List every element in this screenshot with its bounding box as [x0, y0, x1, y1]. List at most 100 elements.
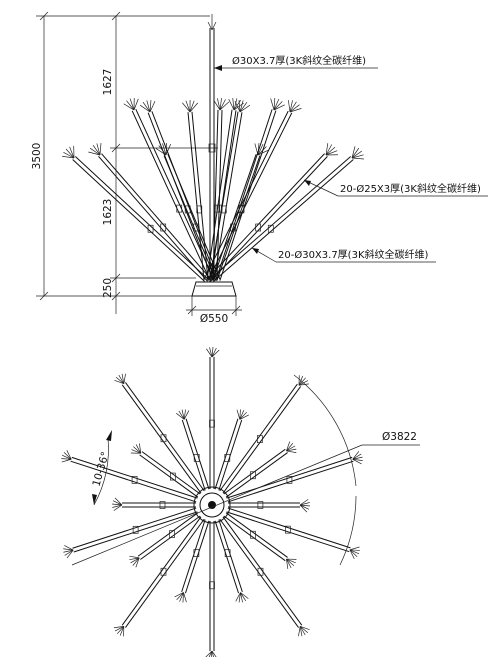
plan-joint — [257, 501, 264, 509]
plan-tuft — [235, 592, 249, 603]
branch-tuft — [62, 145, 75, 159]
branch-tuft — [270, 98, 285, 111]
plan-tuft — [61, 450, 72, 463]
branch-tuft — [351, 146, 364, 160]
plan-tuft — [299, 499, 310, 513]
plan-tuft — [176, 409, 190, 420]
middle-segment-label: 1623 — [102, 199, 114, 226]
callout-lower-branches: 20-Ø30X3.7厚(3K斜纹全碳纤维) — [251, 247, 436, 263]
branch-tuft — [139, 100, 156, 113]
upper-branches-spec: 20-Ø25X3厚(3K斜纹全碳纤维) — [340, 182, 481, 195]
branch-tuft — [123, 97, 139, 111]
elevation-branch — [163, 154, 221, 281]
center-pole-spec: Ø30X3.7厚(3K斜纹全碳纤维) — [232, 54, 366, 67]
plan-joint — [209, 419, 215, 428]
branch-joint — [214, 204, 220, 213]
plan-tuft — [236, 409, 249, 420]
branch-tuft — [155, 142, 172, 156]
elevation-branch — [147, 111, 218, 281]
branch-tuft — [182, 99, 199, 113]
top-segment-label: 1627 — [102, 69, 114, 96]
plan-joint — [224, 454, 231, 462]
lower-branches-spec: 20-Ø30X3.7厚(3K斜纹全碳纤维) — [278, 248, 429, 261]
total-height-label: 3500 — [31, 143, 43, 170]
plan-branch — [70, 456, 198, 503]
plan-branch — [228, 502, 300, 508]
branch-tuft — [234, 100, 251, 113]
branch-joint — [147, 224, 154, 233]
branch-tuft — [288, 100, 302, 113]
plan-joint — [160, 567, 167, 576]
plan-joint — [169, 530, 175, 538]
plan-branch — [181, 519, 210, 594]
base-segment-label: 250 — [102, 278, 114, 298]
plan-joint — [250, 471, 256, 480]
plan-tuft — [286, 441, 297, 453]
plan-branch — [226, 507, 351, 553]
plan-joint — [159, 501, 166, 509]
plan-branch — [121, 382, 205, 494]
plan-joint — [160, 434, 167, 443]
branch-joint — [220, 205, 227, 214]
plan-joint — [284, 525, 291, 534]
elevation-branches — [62, 97, 364, 282]
elevation-branch — [187, 111, 209, 281]
plan-tuft — [205, 650, 217, 657]
plan-joint — [131, 475, 138, 484]
plan-joint — [193, 549, 200, 557]
plan-tuft — [130, 443, 142, 454]
plan-tuft — [298, 626, 310, 637]
plan-branch — [139, 451, 201, 498]
elevation-branch — [207, 153, 328, 282]
plan-joint — [169, 472, 176, 481]
plan-tuft — [349, 546, 360, 559]
branch-joint — [238, 205, 245, 214]
plan-branch — [219, 516, 303, 628]
callout-center-pole: Ø30X3.7厚(3K斜纹全碳纤维) — [214, 54, 378, 71]
callout-upper-branches: 20-Ø25X3厚(3K斜纹全碳纤维) — [303, 179, 488, 197]
segment-dimensions: 1627 1623 250 — [102, 11, 218, 314]
elevation-branch — [215, 109, 277, 281]
plan-joint — [132, 525, 139, 534]
plan-angle-dimension: 10-36° — [90, 430, 112, 506]
plan-tuft — [113, 626, 125, 637]
plan-hub — [193, 486, 231, 524]
elevation-branch — [72, 156, 208, 282]
elevation-branch — [98, 153, 211, 282]
plan-branch — [209, 357, 215, 489]
plan-tuft — [129, 555, 140, 568]
plan-diameter-label: Ø3822 — [382, 431, 417, 443]
plan-joint — [209, 581, 215, 590]
branch-tuft — [213, 98, 230, 111]
plan-branch — [209, 521, 215, 651]
plan-branch — [226, 456, 354, 503]
plan-joint — [250, 530, 256, 539]
elevation-branch — [210, 156, 354, 282]
plan-branch — [122, 502, 196, 508]
branch-tuft — [325, 143, 339, 156]
branch-joint — [160, 223, 167, 232]
branch-joint — [176, 204, 183, 213]
plan-tuft — [174, 592, 187, 603]
plan-branch — [72, 507, 198, 553]
plan-joint — [224, 549, 231, 557]
plan-joint — [193, 454, 200, 462]
plan-branches — [61, 347, 363, 657]
plan-tuft — [286, 558, 297, 570]
branch-joint — [196, 205, 203, 214]
plan-tuft — [114, 373, 126, 384]
elevation-branch — [209, 111, 243, 281]
plan-branch — [121, 516, 205, 628]
branch-tuft — [88, 143, 102, 156]
base-plate: Ø550 — [186, 281, 242, 325]
plan-diameter-dimension: Ø3822 — [71, 374, 420, 566]
plan-tuft — [352, 451, 363, 465]
plan-tuft — [63, 545, 74, 559]
branch-joint — [267, 224, 274, 233]
plan-joint — [256, 435, 263, 443]
plan-branch — [181, 418, 210, 491]
plan-tuft — [112, 497, 123, 511]
elevation-view: 3500 1627 1623 250 — [31, 11, 488, 325]
plan-branch — [219, 383, 302, 494]
